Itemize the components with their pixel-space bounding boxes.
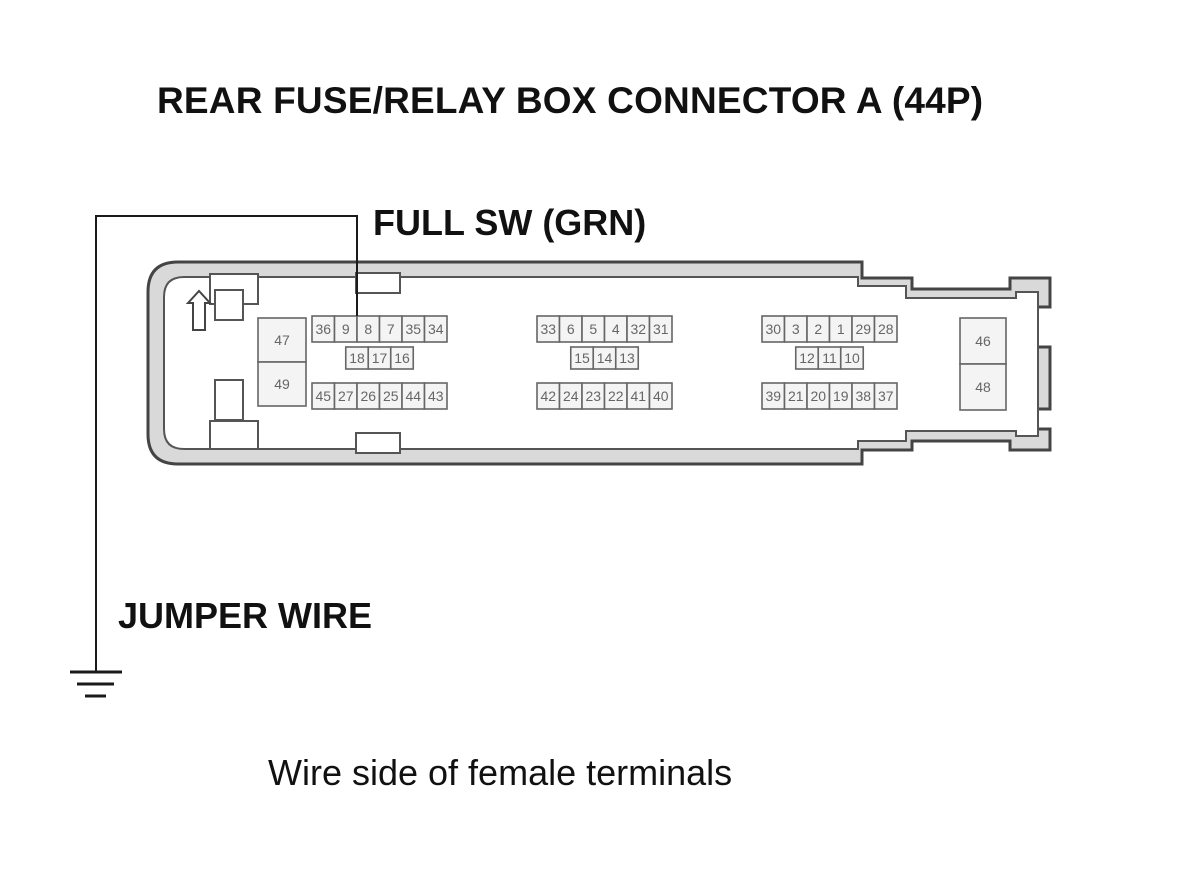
terminal-24-label: 24 <box>563 388 579 404</box>
terminal-1-label: 1 <box>837 321 845 337</box>
terminal-38-label: 38 <box>855 388 871 404</box>
jumper-wire-label: JUMPER WIRE <box>118 595 373 636</box>
terminal-31-cavity <box>648 315 673 343</box>
terminal-13-cavity <box>614 346 640 370</box>
terminal-33-label: 33 <box>540 321 556 337</box>
terminal-26-label: 26 <box>360 388 376 404</box>
terminal-4-label: 4 <box>612 321 620 337</box>
terminal-9-label: 9 <box>342 321 350 337</box>
terminal-17-label: 17 <box>372 350 388 366</box>
terminal-10-label: 10 <box>844 350 860 366</box>
terminal-29-label: 29 <box>855 321 871 337</box>
terminal-36-label: 36 <box>315 321 331 337</box>
terminal-31-label: 31 <box>653 321 669 337</box>
full-sw-wire-label: FULL SW (GRN) <box>373 202 647 243</box>
terminal-16-cavity <box>389 346 415 370</box>
terminal-5-label: 5 <box>589 321 597 337</box>
jumper-wire <box>95 215 358 672</box>
terminal-39-label: 39 <box>765 388 781 404</box>
terminal-48-label: 48 <box>975 379 991 395</box>
terminal-34-label: 34 <box>428 321 444 337</box>
terminal-44-label: 44 <box>405 388 421 404</box>
ground-symbol-icon <box>70 670 122 698</box>
terminal-12-label: 12 <box>799 350 815 366</box>
terminal-41-label: 41 <box>630 388 646 404</box>
terminal-10-cavity <box>839 346 865 370</box>
terminal-6-label: 6 <box>567 321 575 337</box>
terminal-48-cavity <box>959 363 1007 411</box>
diagram-title: REAR FUSE/RELAY BOX CONNECTOR A (44P) <box>157 80 984 121</box>
terminal-40-label: 40 <box>653 388 669 404</box>
terminal-25-label: 25 <box>383 388 399 404</box>
terminal-15-label: 15 <box>574 350 590 366</box>
terminal-14-label: 14 <box>597 350 613 366</box>
terminal-47-label: 47 <box>274 332 290 348</box>
terminal-7-label: 7 <box>387 321 395 337</box>
terminal-47-cavity <box>257 317 307 363</box>
terminal-35-label: 35 <box>405 321 421 337</box>
terminal-2-label: 2 <box>814 321 822 337</box>
terminal-34-cavity <box>423 315 448 343</box>
terminal-20-label: 20 <box>810 388 826 404</box>
terminal-45-label: 45 <box>315 388 331 404</box>
terminal-13-label: 13 <box>619 350 635 366</box>
terminal-30-label: 30 <box>765 321 781 337</box>
terminal-46-label: 46 <box>975 333 991 349</box>
terminal-43-label: 43 <box>428 388 444 404</box>
terminal-21-label: 21 <box>788 388 804 404</box>
terminal-18-label: 18 <box>349 350 365 366</box>
diagram-caption: Wire side of female terminals <box>268 752 733 793</box>
terminal-43-cavity <box>423 382 448 410</box>
terminal-28-cavity <box>873 315 898 343</box>
terminal-19-label: 19 <box>833 388 849 404</box>
terminal-22-label: 22 <box>608 388 624 404</box>
terminal-28-label: 28 <box>878 321 894 337</box>
terminal-49-label: 49 <box>274 376 290 392</box>
terminal-23-label: 23 <box>585 388 601 404</box>
lock-tab-arrow-icon <box>185 289 213 331</box>
terminal-11-label: 11 <box>822 350 837 366</box>
terminal-32-label: 32 <box>630 321 646 337</box>
terminal-37-cavity <box>873 382 898 410</box>
terminal-42-label: 42 <box>540 388 556 404</box>
terminal-49-cavity <box>257 361 307 407</box>
terminal-37-label: 37 <box>878 388 894 404</box>
terminal-40-cavity <box>648 382 673 410</box>
terminal-8-label: 8 <box>364 321 372 337</box>
terminal-16-label: 16 <box>394 350 410 366</box>
terminal-3-label: 3 <box>792 321 800 337</box>
terminal-27-label: 27 <box>338 388 354 404</box>
